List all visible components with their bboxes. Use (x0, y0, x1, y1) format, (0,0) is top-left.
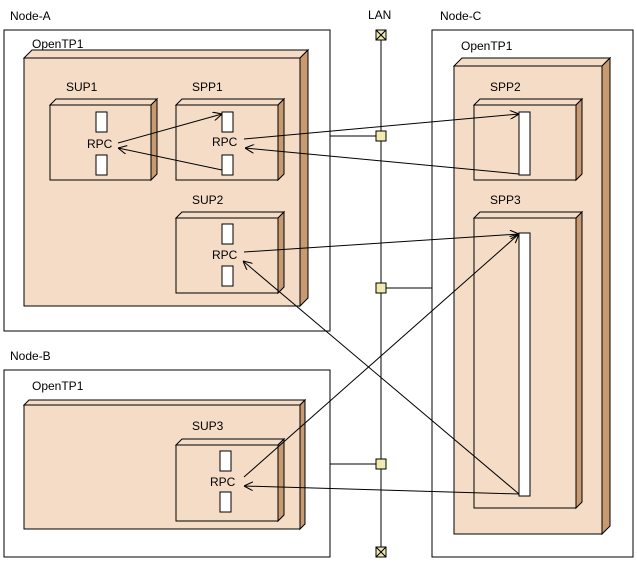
process-spp2: SPP2 (472, 80, 584, 182)
node-b-label: Node-B (10, 349, 51, 363)
lan-label: LAN (368, 8, 391, 22)
process-sup3: SUP3 RPC (174, 419, 286, 523)
process-spp2-label: SPP2 (490, 80, 521, 94)
lan-joint-node-c (375, 282, 387, 294)
rpc-label-sup1: RPC (87, 137, 113, 151)
node-c-label: Node-C (440, 9, 482, 23)
lan-joint-node-b (375, 458, 387, 470)
opentp1-label-c: OpenTP1 (461, 39, 513, 53)
port-icon (219, 450, 232, 472)
process-spp1: SPP1 RPC (174, 80, 286, 182)
port-icon (95, 111, 108, 133)
rpc-label-spp1: RPC (212, 135, 238, 149)
process-spp3-label: SPP3 (490, 193, 521, 207)
rpc-arrow-spp3-to-sup2 (243, 261, 520, 495)
port-icon (518, 232, 531, 497)
rpc-label-sup3: RPC (210, 475, 236, 489)
port-icon (221, 111, 234, 133)
port-icon (221, 154, 234, 176)
rpc-arrow-sup3-to-spp3 (243, 234, 519, 478)
rpc-arrow-sup1-to-spp1 (117, 114, 222, 144)
process-sup3-label: SUP3 (192, 419, 224, 433)
rpc-arrow-spp2-to-spp1 (245, 148, 520, 175)
process-sup1-label: SUP1 (66, 80, 98, 94)
port-icon (95, 154, 108, 176)
port-icon (221, 223, 234, 245)
port-icon (219, 491, 232, 513)
process-sup1: SUP1 RPC (48, 80, 159, 182)
process-spp3: SPP3 (472, 193, 584, 510)
opentp1-label-a: OpenTP1 (32, 37, 84, 51)
process-sup2: SUP2 RPC (174, 193, 286, 295)
lan-top-terminator-icon (375, 29, 387, 41)
port-icon (518, 111, 531, 176)
rpc-arrow-sup2-to-spp3 (243, 234, 519, 253)
rpc-arrow-spp1-to-sup1 (118, 148, 223, 171)
lan-bottom-terminator-icon (375, 546, 387, 558)
port-icon (221, 265, 234, 287)
node-a-label: Node-A (10, 9, 51, 23)
process-spp1-label: SPP1 (192, 80, 223, 94)
rpc-label-sup2: RPC (212, 248, 238, 262)
rpc-arrow-spp1-to-spp2 (243, 114, 519, 140)
lan-joint-node-a (375, 130, 387, 142)
process-sup2-label: SUP2 (192, 193, 224, 207)
opentp1-label-b: OpenTP1 (32, 379, 84, 393)
rpc-arrow-spp3-to-sup3 (244, 486, 520, 495)
